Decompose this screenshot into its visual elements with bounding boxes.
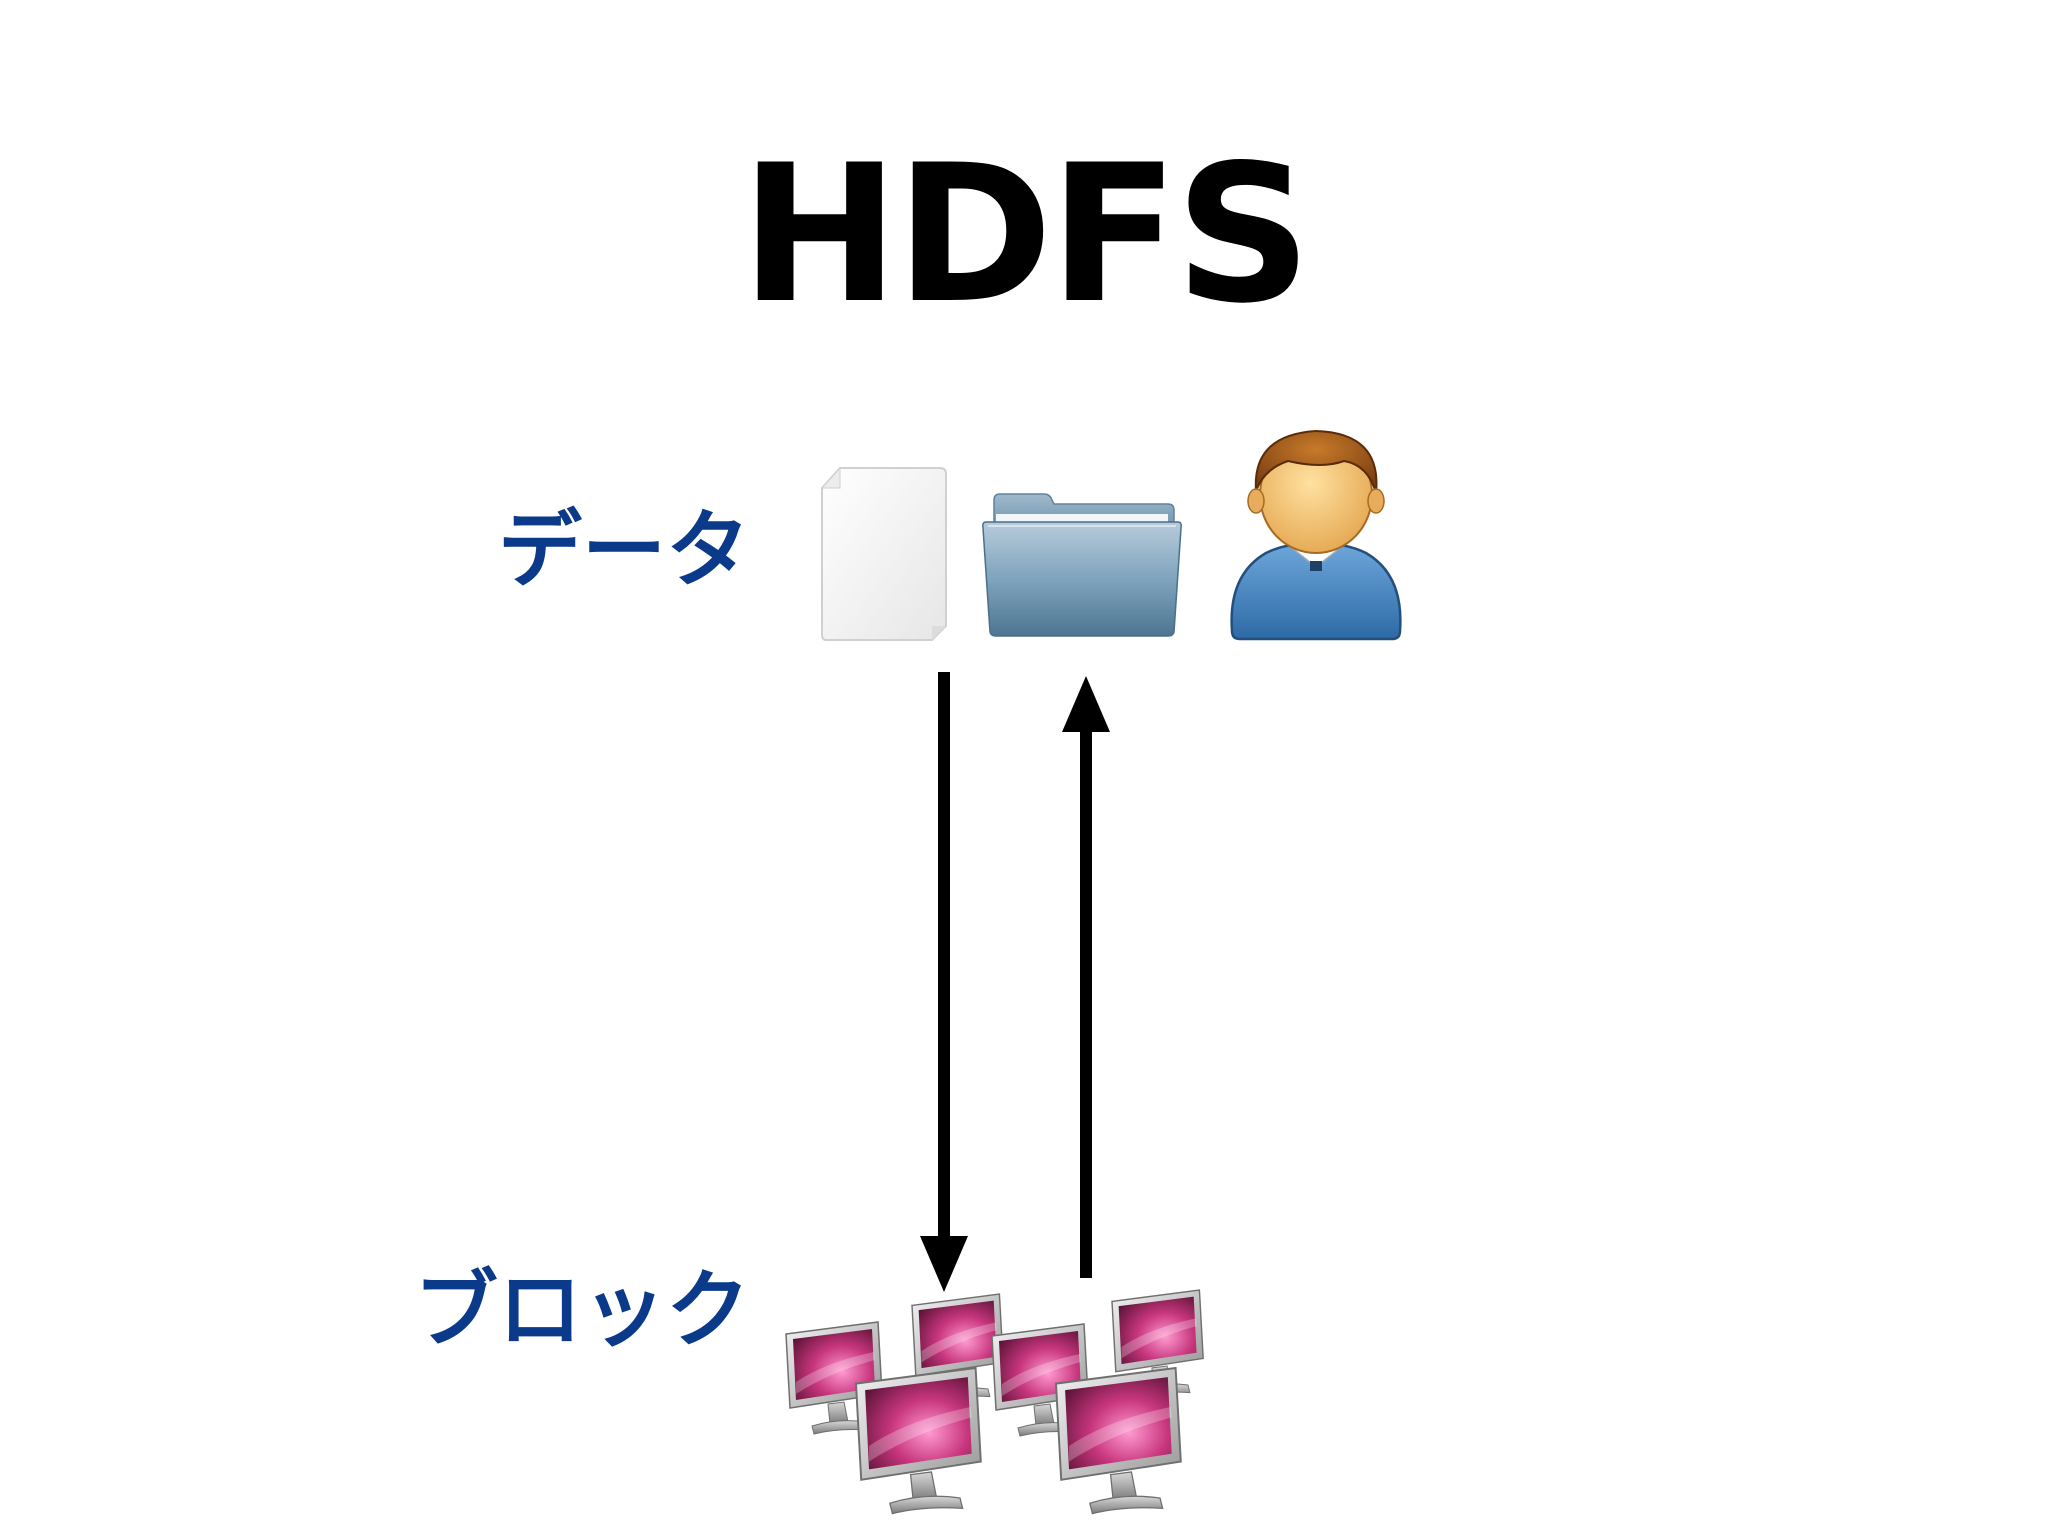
computer-icon xyxy=(1055,1367,1182,1515)
arrows-layer xyxy=(920,672,1110,1292)
up-arrow-head xyxy=(1062,676,1110,732)
slide-title: HDFS xyxy=(740,124,1311,345)
document-icon xyxy=(820,466,947,641)
folder-icon xyxy=(982,493,1182,637)
computer-icon xyxy=(855,1367,982,1515)
computer-cluster-icon xyxy=(785,1289,1204,1515)
data-row-label: データ xyxy=(497,501,750,599)
user-icon xyxy=(1230,429,1402,641)
down-arrow-head xyxy=(920,1236,968,1292)
block-row-label: ブロック xyxy=(413,1261,750,1359)
